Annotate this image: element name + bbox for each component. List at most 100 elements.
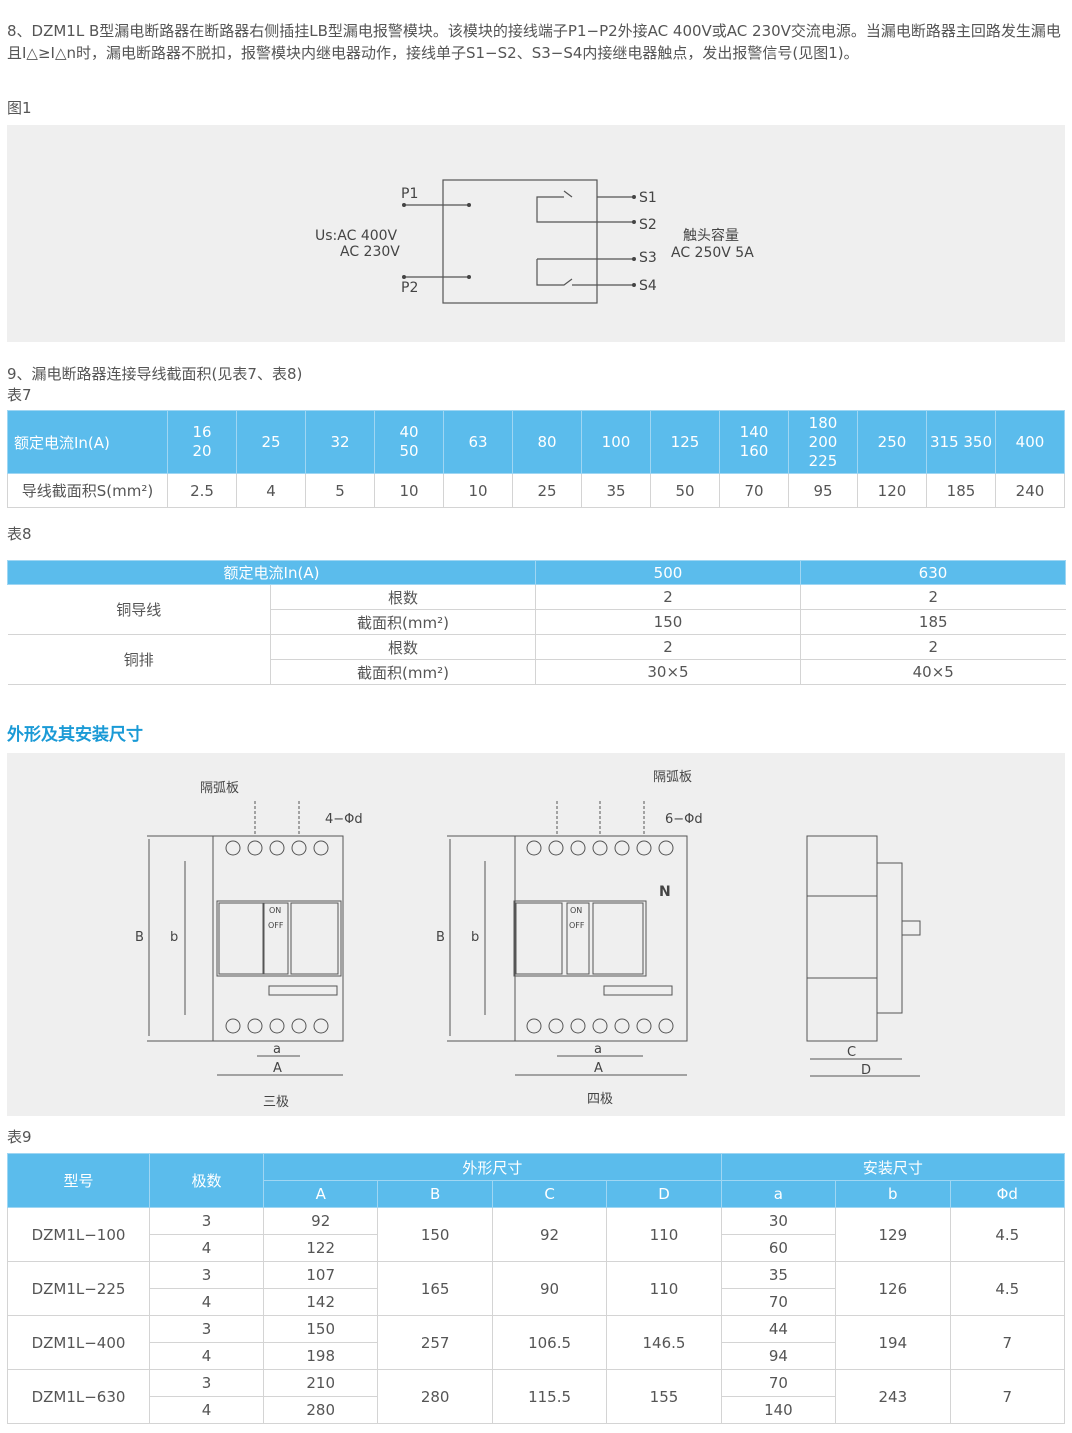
t7-row-label: 导线截面积S(mm²) (7, 473, 168, 508)
neutral-label: N (659, 884, 671, 900)
t9-cell: 129 (835, 1207, 951, 1262)
paragraph-8: 8、DZM1L B型漏电断路器在断路器右侧插挂LB型漏电报警模块。该模块的接线端… (7, 22, 1061, 62)
t9-cell: 194 (835, 1315, 951, 1370)
t9-cell: 115.5 (491, 1369, 608, 1424)
t9-cell: 7 (949, 1315, 1066, 1370)
t8-cell: 根数 (270, 584, 536, 610)
t9-col-header: a (720, 1180, 837, 1208)
t7-value-cell: 4 (236, 473, 306, 508)
t7-value-cell: 70 (719, 473, 789, 508)
t8-cell: 150 (535, 609, 801, 635)
t9-cell: 70 (720, 1369, 837, 1397)
t7-value-cell: 10 (374, 473, 444, 508)
t9-cell: 280 (377, 1369, 493, 1424)
hole-label-3p: 4−Φd (325, 812, 363, 827)
t7-header-cell: 32 (305, 410, 375, 474)
t7-header-cell: 40 50 (374, 410, 444, 474)
t9-col-header: A (262, 1180, 379, 1208)
t9-cell: 243 (835, 1369, 951, 1424)
t8-header-current: 额定电流In(A) (7, 560, 536, 585)
off-label: OFF (569, 921, 585, 930)
on-label: ON (269, 906, 281, 915)
t7-header-cell: 100 (581, 410, 651, 474)
t7-value-cell: 35 (581, 473, 651, 508)
t7-value-cell: 185 (926, 473, 996, 508)
t9-cell: 4.5 (949, 1207, 1066, 1262)
arc-plate-label-3p: 隔弧板 (200, 781, 239, 796)
t9-cell: 257 (377, 1315, 493, 1370)
t9-cell: 4 (149, 1342, 264, 1370)
s2-label: S2 (639, 217, 657, 233)
t7-header-cell: 315 350 (926, 410, 996, 474)
t9-cell: 140 (720, 1396, 837, 1424)
t8-cell: 2 (535, 634, 801, 660)
t9-cell: DZM1L−400 (7, 1315, 150, 1370)
on-label: ON (570, 906, 582, 915)
t7-value-cell: 50 (650, 473, 720, 508)
t9-cell: 70 (720, 1288, 837, 1316)
us-label-1: Us:AC 400V (315, 228, 398, 244)
t7-header-cell: 80 (512, 410, 582, 474)
table-7-label: 表7 (7, 386, 32, 404)
t9-cell: DZM1L−630 (7, 1369, 150, 1424)
t9-cell: 210 (262, 1369, 379, 1397)
t8-header-630: 630 (800, 560, 1066, 585)
table-9-label: 表9 (7, 1128, 32, 1146)
t9-col-header: C (491, 1180, 608, 1208)
p1-label: P1 (401, 186, 418, 202)
t8-cell: 根数 (270, 634, 536, 660)
outline-drawings: 隔弧板 4−Φd 隔弧板 6−Φd N ON OFF ON OFF B b a … (135, 770, 921, 1110)
contact-capacity-label: 触头容量 (683, 227, 739, 244)
dim-b-3p: b (170, 930, 178, 945)
t7-header-cell: 140 160 (719, 410, 789, 474)
dim-A-3p: A (273, 1061, 282, 1076)
t9-cell: 122 (262, 1234, 379, 1262)
t9-cell: 4 (149, 1396, 264, 1424)
t9-cell: 150 (377, 1207, 493, 1262)
t9-cell: 3 (149, 1315, 264, 1343)
contact-capacity-value: AC 250V 5A (671, 245, 754, 261)
arc-plate-label-4p: 隔弧板 (653, 770, 692, 785)
t8-header-500: 500 (535, 560, 801, 585)
t9-cell: 3 (149, 1261, 264, 1289)
t9-cell: 142 (262, 1288, 379, 1316)
t8-cell: 30×5 (535, 659, 801, 685)
figure-1-label: 图1 (7, 99, 32, 117)
t9-col-header: B (377, 1180, 493, 1208)
dim-b-4p: b (471, 930, 479, 945)
t8-cell: 40×5 (800, 659, 1066, 685)
off-label: OFF (268, 921, 284, 930)
dim-a-4p: a (594, 1042, 602, 1057)
t9-cell: 3 (149, 1369, 264, 1397)
t9-header-poles: 极数 (149, 1153, 264, 1208)
t9-cell: 155 (606, 1369, 722, 1424)
t9-header-outer: 外形尺寸 (263, 1153, 722, 1181)
t7-value-cell: 25 (512, 473, 582, 508)
t9-cell: 198 (262, 1342, 379, 1370)
t9-cell: 92 (491, 1207, 608, 1262)
t9-cell: 107 (262, 1261, 379, 1289)
wiring-diagram: P1 P2 Us:AC 400V AC 230V S1 S2 S3 S4 触头容… (315, 179, 754, 304)
three-pole-caption: 三极 (263, 1095, 289, 1110)
us-label-2: AC 230V (340, 244, 400, 260)
hole-label-4p: 6−Φd (665, 812, 703, 827)
t7-header-cell: 25 (236, 410, 306, 474)
t9-cell: 110 (606, 1261, 722, 1316)
t9-header-model: 型号 (7, 1153, 150, 1208)
t9-cell: 126 (835, 1261, 951, 1316)
t9-cell: 92 (262, 1207, 379, 1235)
t9-col-header: Φd (949, 1180, 1066, 1208)
t9-cell: 4 (149, 1288, 264, 1316)
dim-B-3p: B (135, 930, 144, 945)
t8-group: 铜导线 (7, 584, 271, 635)
t7-value-cell: 10 (443, 473, 513, 508)
t7-value-cell: 2.5 (167, 473, 237, 508)
